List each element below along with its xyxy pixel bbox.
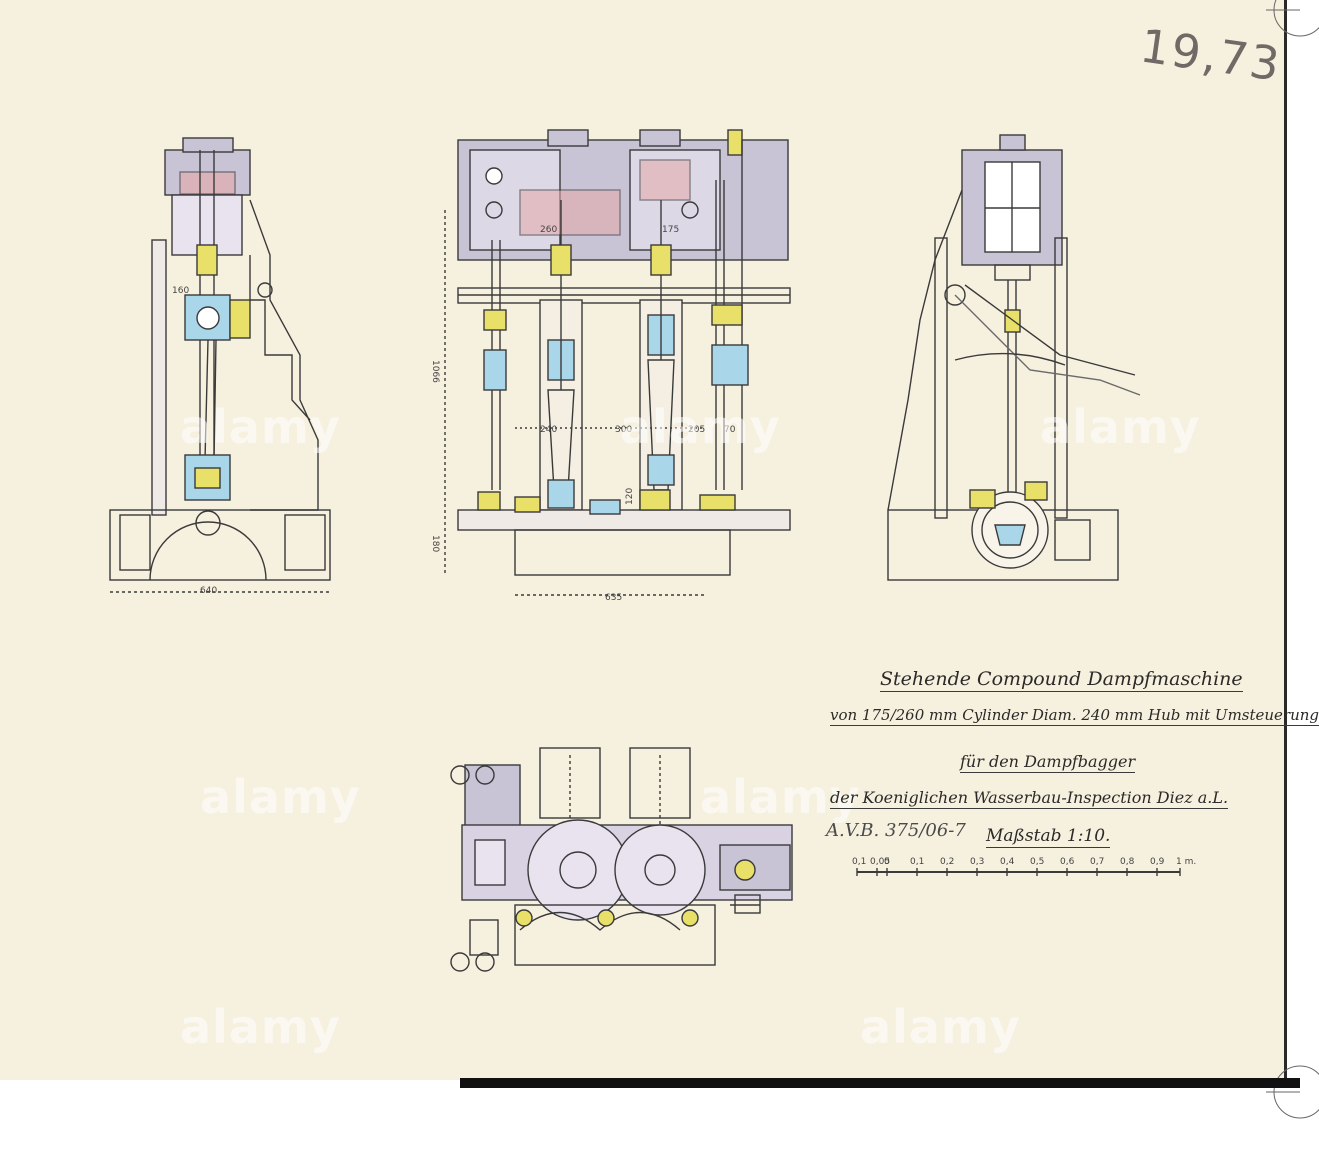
watermark: alamy	[700, 770, 861, 824]
drawing-purpose: für den Dampfbagger	[960, 752, 1136, 773]
watermark: alamy	[180, 400, 341, 454]
watermark: alamy	[200, 770, 361, 824]
watermark: alamy	[180, 1000, 341, 1054]
drawing-client: der Koeniglichen Wasserbau-Inspection Di…	[830, 788, 1229, 809]
svg-text:120: 120	[625, 488, 635, 505]
front-elevation: 635 1066 180 240 300 205 70 260 175 120	[430, 129, 791, 603]
side-elevation-right	[887, 134, 1141, 581]
plan-view	[450, 747, 793, 972]
svg-text:205: 205	[688, 425, 705, 435]
svg-text:0: 0	[884, 857, 890, 867]
svg-text:260: 260	[540, 225, 557, 235]
svg-text:70: 70	[724, 425, 736, 435]
svg-text:180: 180	[430, 535, 440, 552]
archive-stamp: A.V.B. 375/06-7	[826, 820, 966, 841]
scale-tick-labels: 0,1 0,05 0 0,1 0,2 0,3 0,4 0,5 0,6 0,7 0…	[852, 857, 1196, 867]
side-elevation-left: 640 160	[109, 137, 331, 596]
svg-text:0,8: 0,8	[1120, 857, 1135, 867]
svg-text:0,6: 0,6	[1060, 857, 1075, 867]
svg-text:640: 640	[200, 586, 217, 596]
watermark: alamy	[620, 400, 781, 454]
svg-text:0,05: 0,05	[870, 857, 890, 867]
svg-text:300: 300	[615, 425, 632, 435]
svg-text:0,9: 0,9	[1150, 857, 1165, 867]
svg-text:0,4: 0,4	[1000, 857, 1015, 867]
svg-text:0,1: 0,1	[910, 857, 924, 867]
svg-text:240: 240	[540, 425, 557, 435]
svg-text:1 m.: 1 m.	[1176, 857, 1196, 867]
drawing-title: Stehende Compound Dampfmaschine	[880, 668, 1243, 692]
drawing-subtitle: von 175/260 mm Cylinder Diam. 240 mm Hub…	[830, 706, 1319, 726]
bottom-margin	[0, 1080, 1300, 1171]
svg-text:0,3: 0,3	[970, 857, 984, 867]
svg-text:0,2: 0,2	[940, 857, 954, 867]
svg-text:160: 160	[172, 286, 189, 296]
svg-text:0,1: 0,1	[852, 857, 866, 867]
svg-text:1066: 1066	[430, 360, 440, 383]
svg-text:0,7: 0,7	[1090, 857, 1104, 867]
corner-marks	[1266, 0, 1319, 1119]
scale-label: Maßstab 1:10.	[986, 826, 1111, 848]
svg-text:635: 635	[605, 593, 622, 603]
watermark: alamy	[1040, 400, 1201, 454]
watermark: alamy	[860, 1000, 1021, 1054]
svg-text:0,5: 0,5	[1030, 857, 1044, 867]
scale-bar	[856, 868, 1181, 876]
svg-text:175: 175	[662, 225, 679, 235]
binding-edge	[460, 1078, 1300, 1088]
